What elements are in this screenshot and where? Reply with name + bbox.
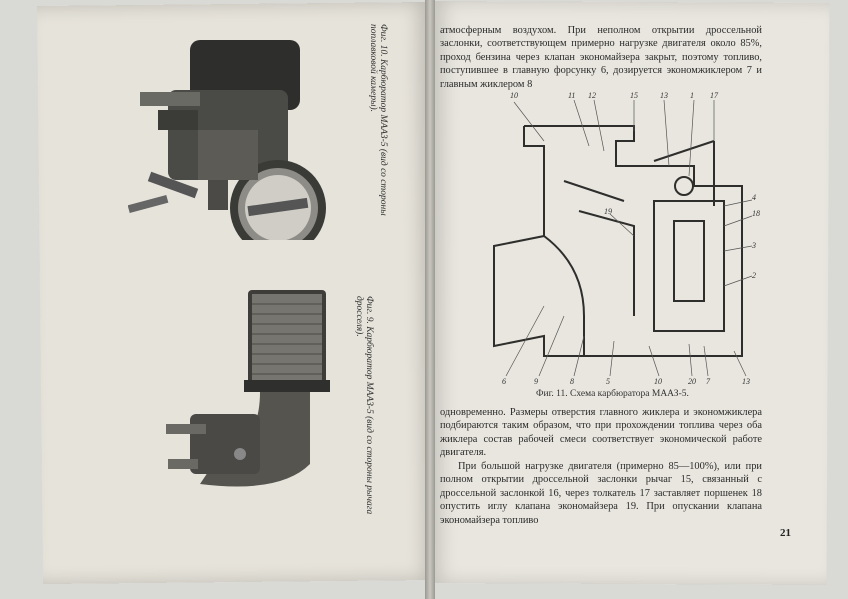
svg-text:10: 10 bbox=[654, 377, 662, 386]
svg-text:7: 7 bbox=[706, 377, 711, 386]
carburetor-photo-top bbox=[128, 40, 326, 240]
paragraph-top: атмосферным воздухом. При неполном откры… bbox=[440, 24, 762, 91]
svg-text:17: 17 bbox=[710, 91, 719, 100]
figure-11-caption: Фиг. 11. Схема карбюратора МААЗ-5. bbox=[536, 389, 689, 399]
book-gutter bbox=[425, 0, 435, 599]
paragraph-top-text: атмосферным воздухом. При неполном откры… bbox=[440, 25, 762, 90]
paragraph-middle: одновременно. Размеры отверстия главного… bbox=[440, 406, 762, 460]
svg-text:6: 6 bbox=[502, 377, 506, 386]
svg-text:4: 4 bbox=[752, 193, 756, 202]
svg-text:19: 19 bbox=[604, 207, 612, 216]
svg-text:5: 5 bbox=[606, 377, 610, 386]
svg-text:18: 18 bbox=[752, 209, 760, 218]
svg-text:15: 15 bbox=[630, 91, 638, 100]
paragraph-bottom-text: При большой нагрузке двигателя (примерно… bbox=[440, 461, 762, 526]
carburetor-schematic: 10 11 12 15 13 1 17 4 18 19 3 2 6 9 8 5 … bbox=[493, 91, 760, 386]
paragraph-bottom: При большой нагрузке двигателя (примерно… bbox=[440, 460, 762, 527]
paragraph-middle-text: одновременно. Размеры отверстия главного… bbox=[440, 407, 762, 459]
svg-text:20: 20 bbox=[688, 377, 696, 386]
carburetor-photo-bottom bbox=[166, 290, 330, 487]
svg-text:3: 3 bbox=[751, 241, 756, 250]
page-number: 21 bbox=[780, 527, 791, 539]
svg-text:12: 12 bbox=[588, 91, 596, 100]
svg-text:1: 1 bbox=[690, 91, 694, 100]
figure-9-caption: Фиг. 9. Карбюратор МААЗ-5 (вид со сторон… bbox=[354, 296, 374, 515]
svg-text:11: 11 bbox=[568, 91, 575, 100]
figure-10-caption: Фиг. 10. Карбюратор МААЗ-5 (вид со сторо… bbox=[368, 24, 388, 216]
svg-text:2: 2 bbox=[752, 271, 756, 280]
svg-text:8: 8 bbox=[570, 377, 574, 386]
svg-text:9: 9 bbox=[534, 377, 538, 386]
svg-text:13: 13 bbox=[660, 91, 668, 100]
svg-text:13: 13 bbox=[742, 377, 750, 386]
svg-text:10: 10 bbox=[510, 91, 518, 100]
